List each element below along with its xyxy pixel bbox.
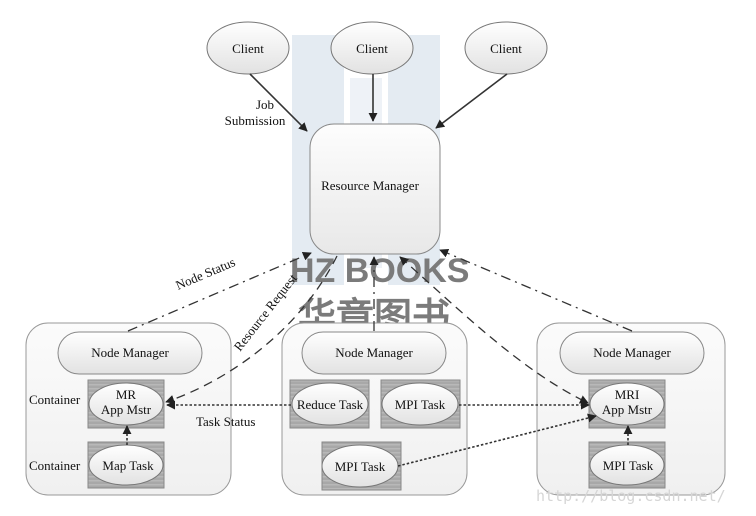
edge-client-1-to-rm <box>249 73 308 132</box>
node-manager-1-label: Node Manager <box>91 345 169 360</box>
node-manager-3-label: Node Manager <box>593 345 671 360</box>
edge-rm-to-mr-app-master <box>165 255 338 404</box>
url-watermark: http://blog.csdn.net/ <box>536 487 726 505</box>
node-2: Node Manager Reduce Task MPI Task MPI Ta… <box>281 322 468 496</box>
mri-app-master: MRI App Mstr <box>588 379 666 429</box>
container-label-1: Container <box>29 392 81 407</box>
client-2-label: Client <box>356 41 388 56</box>
node-1: Node Manager Container Container MR App … <box>25 322 232 496</box>
task-status-label: Task Status <box>196 414 255 429</box>
client-1: Client <box>206 21 290 75</box>
mri-app-master-line2: App Mstr <box>602 402 653 417</box>
mpi-task-2: MPI Task <box>321 441 402 491</box>
mr-app-master-line1: MR <box>116 387 137 402</box>
map-task-label: Map Task <box>102 458 154 473</box>
map-task: Map Task <box>87 441 165 489</box>
mpi-task-1-label: MPI Task <box>395 397 446 412</box>
mr-app-master-line2: App Mstr <box>101 402 152 417</box>
job-submission-label-line1: Job <box>256 97 274 112</box>
mpi-task-2-label: MPI Task <box>335 459 386 474</box>
edge-rm-to-mri-app-master <box>399 256 589 404</box>
edge-client-3-to-rm <box>435 73 508 129</box>
client-1-label: Client <box>232 41 264 56</box>
resource-manager-label: Resource Manager <box>321 178 419 193</box>
reduce-task: Reduce Task <box>289 379 370 429</box>
node-manager-1: Node Manager <box>57 331 203 375</box>
client-2: Client <box>330 21 414 75</box>
node-3: Node Manager MRI App Mstr MPI Task <box>536 322 726 496</box>
node-manager-2: Node Manager <box>301 331 447 375</box>
mri-app-master-line1: MRI <box>615 387 640 402</box>
reduce-task-label: Reduce Task <box>297 397 364 412</box>
node-manager-3: Node Manager <box>559 331 705 375</box>
mpi-task-3-label: MPI Task <box>603 458 654 473</box>
container-label-2: Container <box>29 458 81 473</box>
node-manager-2-label: Node Manager <box>335 345 413 360</box>
node-status-label: Node Status <box>173 254 237 293</box>
mpi-task-3: MPI Task <box>588 441 666 489</box>
mpi-task-1: MPI Task <box>380 379 461 429</box>
client-3: Client <box>464 21 548 75</box>
mr-app-master: MR App Mstr <box>87 379 165 429</box>
client-3-label: Client <box>490 41 522 56</box>
job-submission-label-line2: Submission <box>225 113 286 128</box>
resource-manager: Resource Manager <box>309 123 441 255</box>
svg-text:HZ BOOKS: HZ BOOKS <box>290 252 469 290</box>
